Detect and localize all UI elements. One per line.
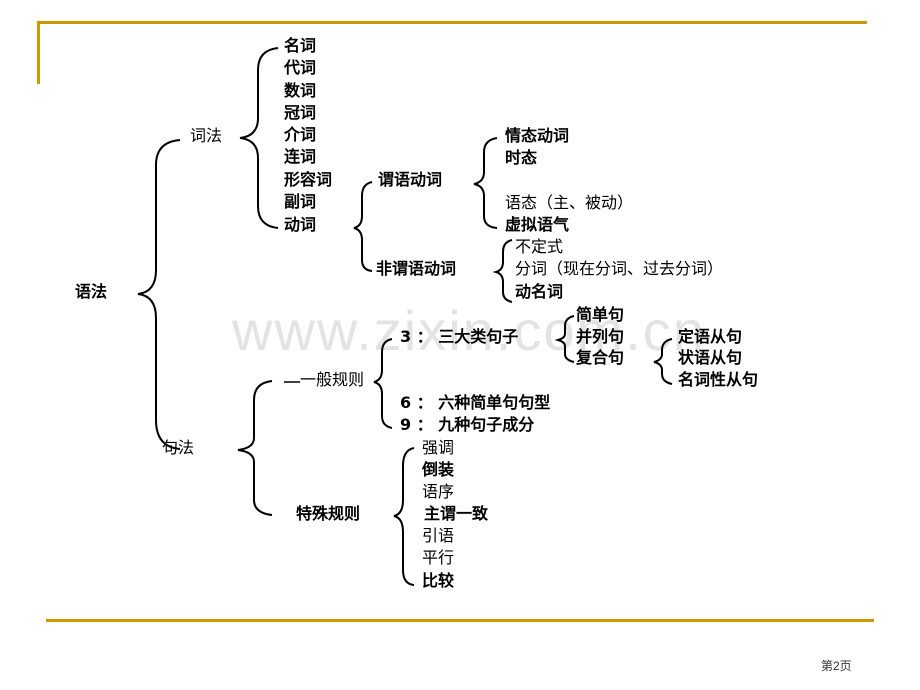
word-class-item: 形容词 (284, 170, 333, 189)
special-rule-item: 强调 (422, 438, 455, 457)
sentence-type-item: 复合句 (576, 348, 625, 367)
word-class-item: 动词 (284, 215, 317, 234)
watermark: www.zixin.com.cn (232, 299, 706, 362)
clause-type-item: 定语从句 (678, 327, 743, 346)
word-class-item: 副词 (284, 192, 317, 211)
general-six-patterns: 6 ： 六种简单句句型 (400, 393, 551, 412)
brace-root (137, 139, 181, 450)
special-rule-item: 语序 (422, 482, 455, 501)
node-special-rules: 特殊规则 (296, 504, 361, 523)
word-class-item: 数词 (284, 81, 317, 100)
page-number: 第2页 (821, 659, 852, 673)
predicate-item: 虚拟语气 (505, 215, 570, 234)
word-class-item: 介词 (284, 125, 317, 144)
node-syntax: 句法 (162, 438, 195, 457)
word-class-item: 冠词 (284, 103, 317, 122)
general-three-sentence-types: 3 ： 三大类句子 (400, 327, 519, 346)
predicate-item: 语态（主、被动） (505, 193, 634, 212)
brace-three (554, 315, 575, 363)
brace-complex (653, 338, 673, 385)
brace-special (393, 447, 415, 586)
clause-type-item: 名词性从句 (678, 370, 759, 389)
node-general-rules: 一般规则 (300, 370, 365, 389)
general-nine-elements: 9 ： 九种句子成分 (400, 415, 535, 434)
brace-non-predicate (492, 239, 513, 303)
word-class-item: 名词 (284, 36, 317, 55)
left-accent-rule (37, 21, 40, 84)
non-predicate-item: 分词（现在分词、过去分词） (515, 259, 724, 278)
sentence-type-item: 简单句 (576, 305, 625, 324)
bottom-accent-rule (46, 619, 874, 622)
node-non-predicate-verb: 非谓语动词 (376, 259, 457, 278)
top-accent-rule (37, 21, 867, 24)
brace-syntax (237, 380, 273, 516)
predicate-item: 情态动词 (505, 126, 570, 145)
special-rule-item: 平行 (422, 548, 455, 567)
sentence-type-item: 并列句 (576, 327, 625, 346)
brace-morphology (239, 47, 279, 229)
word-class-item: 代词 (284, 58, 317, 77)
predicate-item: 时态 (505, 148, 538, 167)
special-rule-item: 比较 (422, 571, 455, 590)
special-rule-item: 引语 (422, 526, 455, 545)
node-morphology: 词法 (190, 126, 223, 145)
clause-type-item: 状语从句 (678, 348, 743, 367)
special-rule-item: 倒装 (422, 460, 455, 479)
node-predicate-verb: 谓语动词 (378, 170, 443, 189)
non-predicate-item: 不定式 (515, 237, 564, 256)
brace-general (373, 338, 393, 429)
node-grammar: 语法 (75, 282, 108, 301)
brace-verb (353, 181, 373, 272)
special-rule-item: 主谓一致 (424, 504, 489, 523)
word-class-item: 连词 (284, 147, 317, 166)
brace-predicate (473, 137, 498, 229)
non-predicate-item: 动名词 (515, 282, 564, 301)
